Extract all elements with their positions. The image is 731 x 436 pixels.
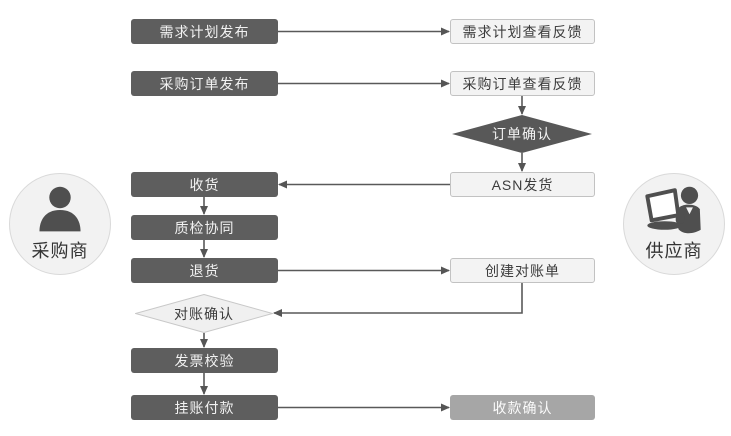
node-receipt-confirm: 收款确认 bbox=[450, 395, 595, 420]
node-asn-shipment: ASN发货 bbox=[450, 172, 595, 197]
node-order-confirm: 订单确认 bbox=[452, 115, 592, 153]
node-purchase-order-view-feedback: 采购订单查看反馈 bbox=[450, 71, 595, 96]
node-payment-on-account: 挂账付款 bbox=[131, 395, 278, 420]
actor-supplier: 供应商 bbox=[623, 173, 725, 275]
node-return-goods: 退货 bbox=[131, 258, 278, 283]
node-demand-plan-view-feedback: 需求计划查看反馈 bbox=[450, 19, 595, 44]
node-reconciliation-confirm: 对账确认 bbox=[135, 294, 273, 333]
laptop-person-icon bbox=[645, 186, 701, 234]
node-label: 对账确认 bbox=[174, 305, 234, 322]
node-invoice-verification: 发票校验 bbox=[131, 348, 278, 373]
person-icon bbox=[39, 186, 81, 232]
actor-buyer: 采购商 bbox=[9, 173, 111, 275]
node-quality-inspection-collaboration: 质检协同 bbox=[131, 215, 278, 240]
diamond-shape bbox=[135, 294, 273, 333]
node-create-reconciliation-statement: 创建对账单 bbox=[450, 258, 595, 283]
node-demand-plan-publish: 需求计划发布 bbox=[131, 19, 278, 44]
arrow-statement-to-reconciliation bbox=[273, 283, 523, 317]
node-receive-goods: 收货 bbox=[131, 172, 278, 197]
node-purchase-order-publish: 采购订单发布 bbox=[131, 71, 278, 96]
actor-label: 供应商 bbox=[645, 241, 703, 261]
diamond-shape bbox=[452, 115, 592, 153]
actor-label: 采购商 bbox=[31, 241, 89, 261]
node-label: 订单确认 bbox=[492, 126, 552, 142]
